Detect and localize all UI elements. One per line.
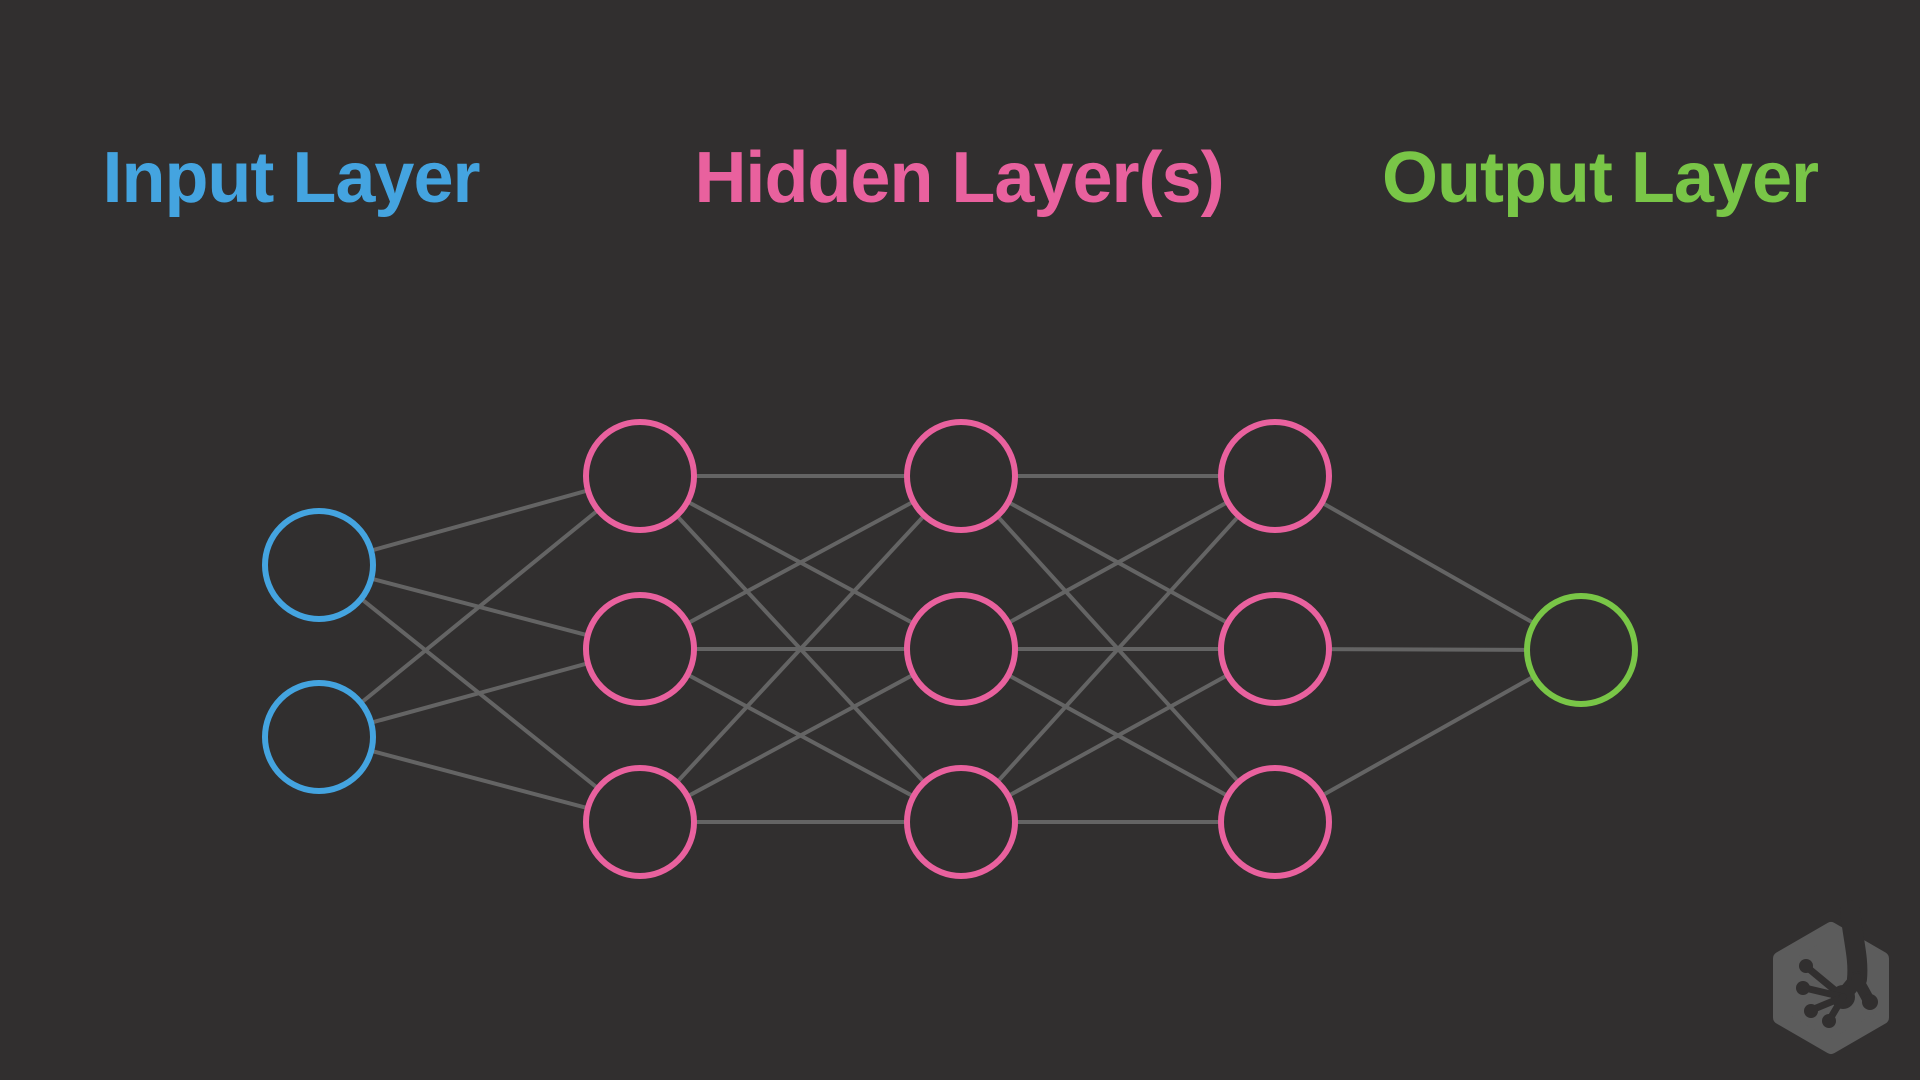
hidden-3-node — [1218, 419, 1332, 533]
connection-link — [639, 474, 962, 651]
connection-link — [960, 474, 1276, 651]
input-node — [262, 680, 376, 794]
connection-link — [1274, 648, 1582, 824]
hidden-2-node — [904, 765, 1018, 879]
lizard-foot-hexagon-logo-icon — [1773, 900, 1889, 1054]
connection-link — [959, 474, 1277, 824]
connection-link — [317, 474, 642, 739]
hidden-1-node — [583, 592, 697, 706]
lizard-foot-icon — [1796, 900, 1878, 1028]
hidden-1-node — [583, 419, 697, 533]
hidden-3-node — [1218, 592, 1332, 706]
hidden-2-node — [904, 419, 1018, 533]
input-layer-title: Input Layer — [102, 138, 480, 218]
hidden-layer-title: Hidden Layer(s) — [694, 138, 1224, 218]
hidden-1-node — [583, 765, 697, 879]
connection-link — [960, 647, 1276, 824]
hidden-3-node — [1218, 765, 1332, 879]
connection-link — [638, 474, 963, 824]
connection-link — [639, 647, 962, 824]
connection-link — [1274, 474, 1582, 652]
output-layer-title: Output Layer — [1381, 138, 1819, 218]
hidden-2-node — [904, 592, 1018, 706]
output-node — [1524, 593, 1638, 707]
input-node — [262, 508, 376, 622]
